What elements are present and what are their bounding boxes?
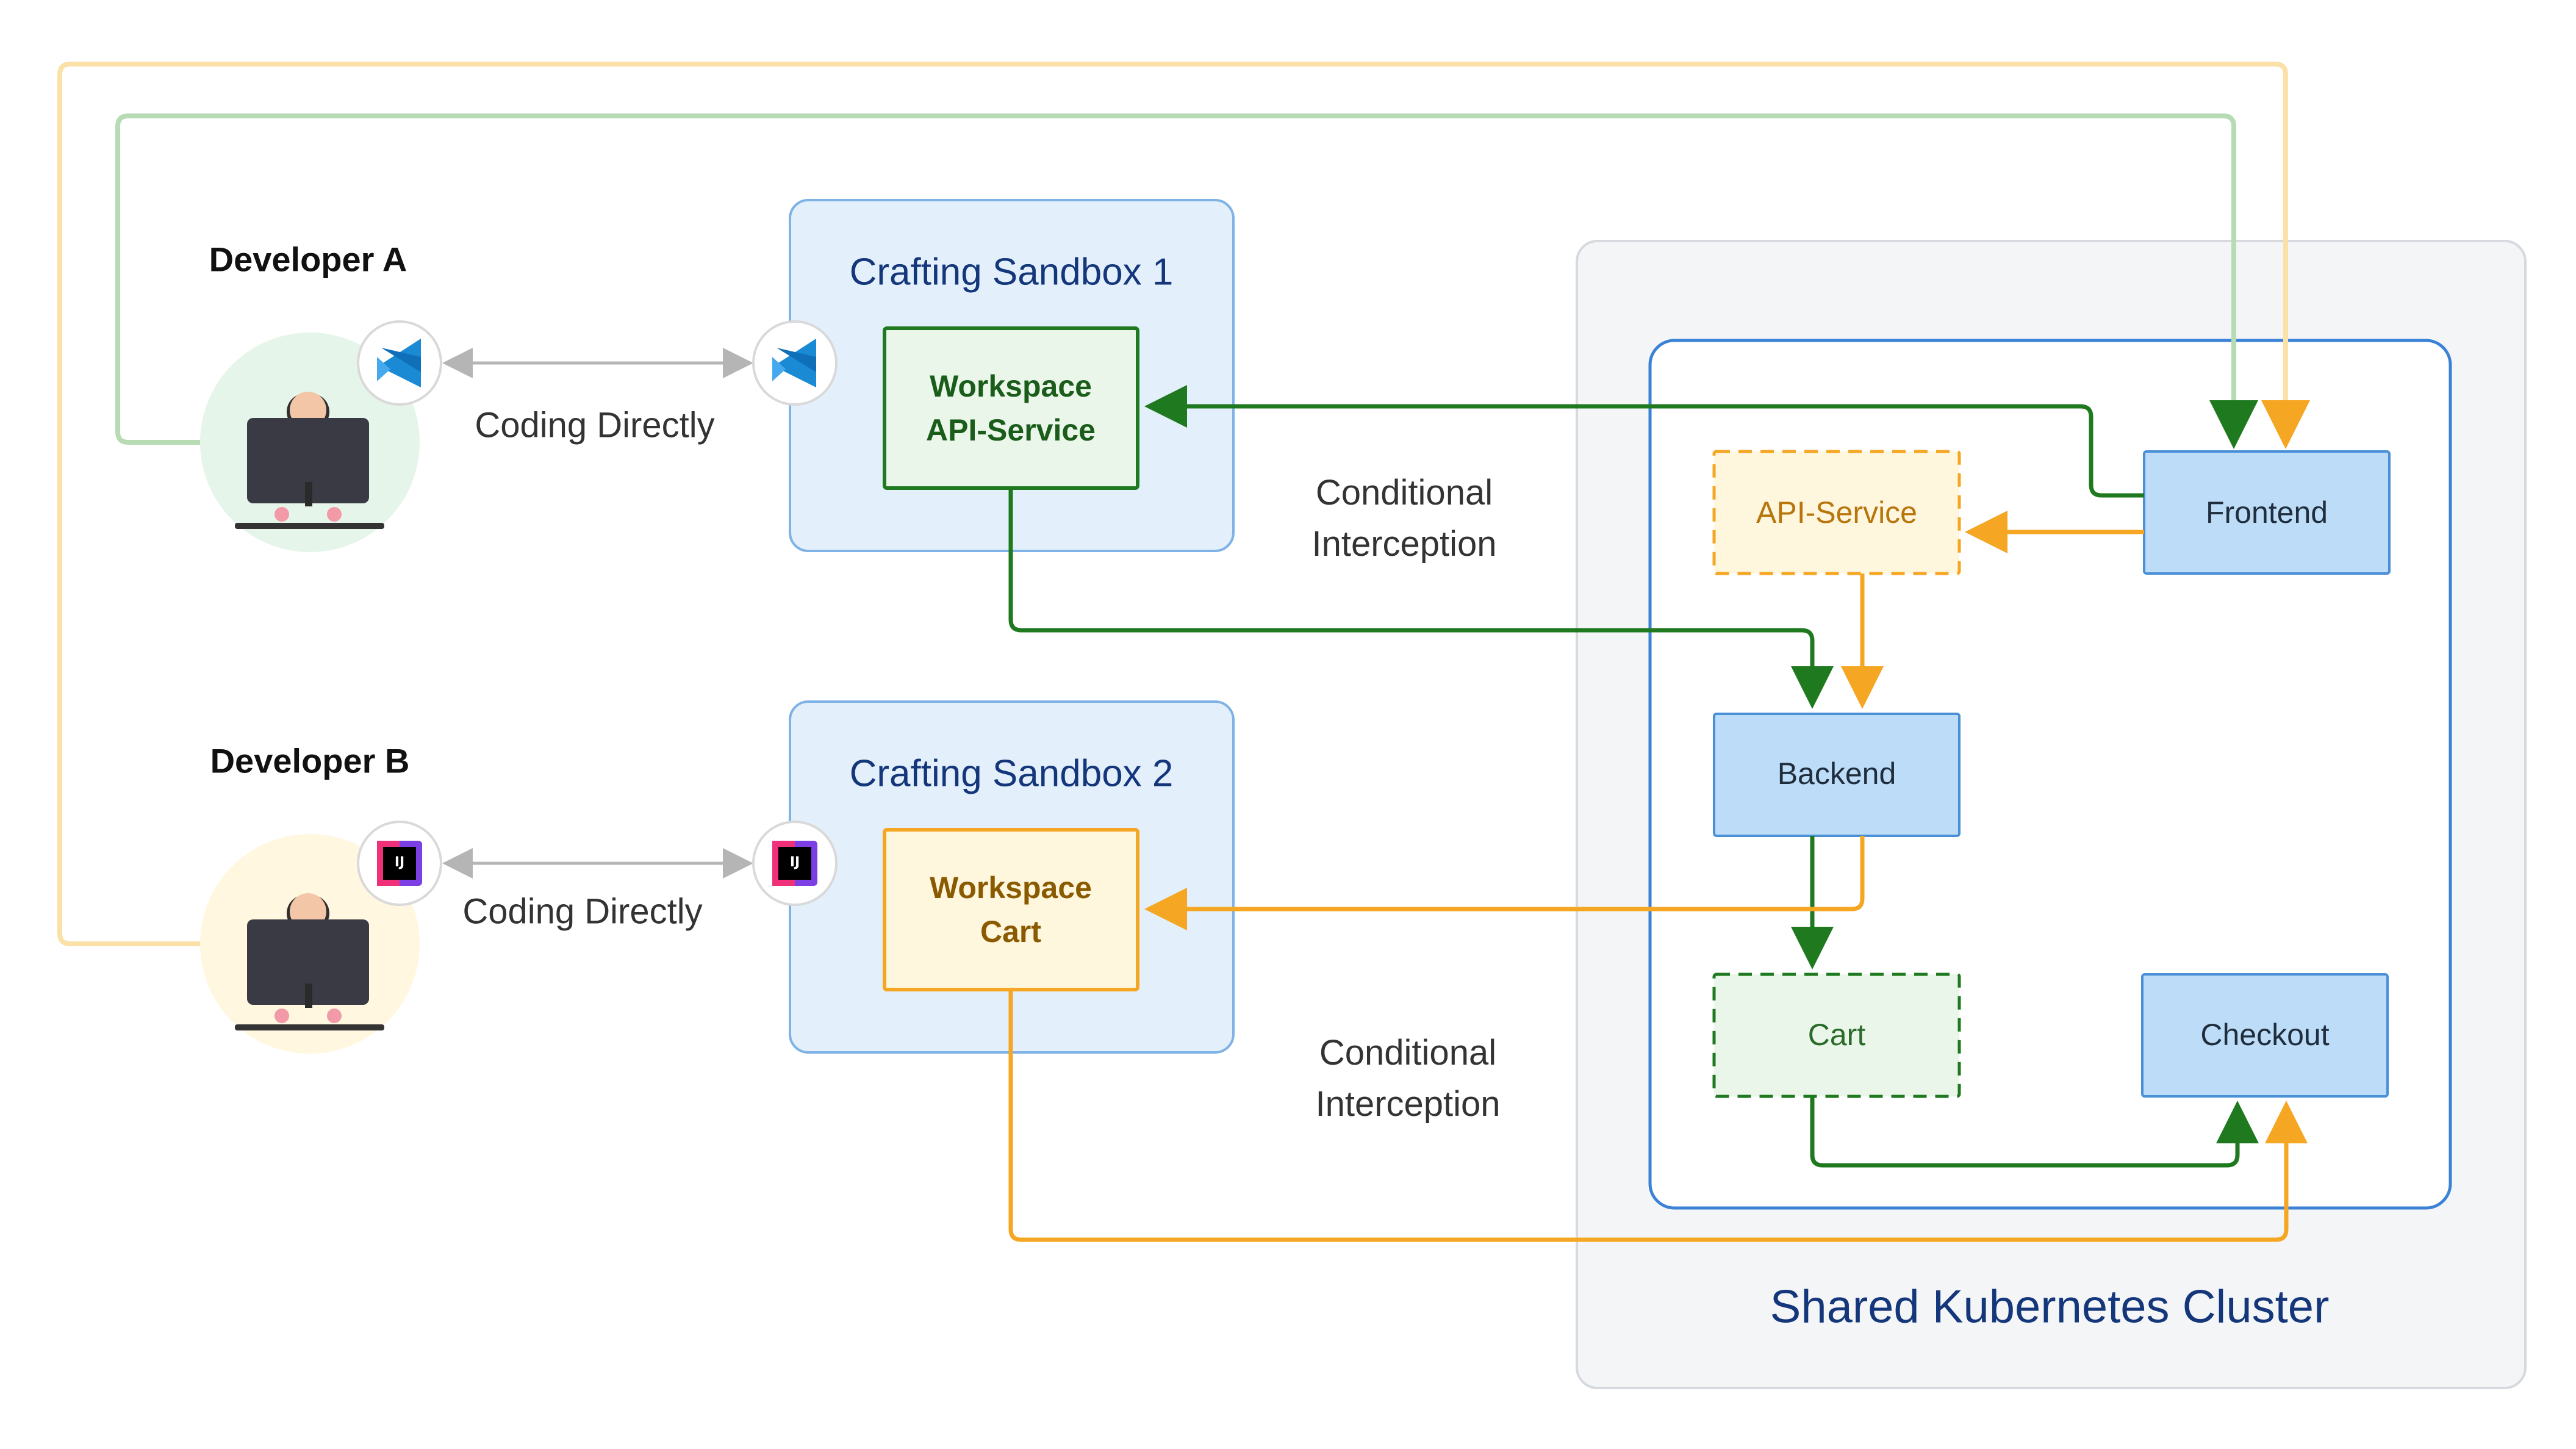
frontend-label: Frontend: [2205, 495, 2328, 530]
developer-a-label: Developer A: [209, 240, 407, 279]
light-green-path: [115, 113, 2258, 449]
coding-directly-label-a: Coding Directly: [475, 405, 715, 445]
workspace-line-1: Workspace: [930, 871, 1092, 905]
checkout-label: Checkout: [2200, 1018, 2330, 1052]
sandbox-2-title: Crafting Sandbox 2: [849, 752, 1174, 795]
checkout-service-box[interactable]: [2141, 973, 2389, 1098]
interception-line-1: Conditional: [1319, 1033, 1497, 1073]
green-frontend-to-workspace: [1144, 385, 2144, 498]
orange-workspace-to-checkout: [1008, 990, 2308, 1242]
svg-text:IJ: IJ: [790, 855, 800, 870]
vscode-icon: [357, 320, 442, 406]
workspace-line-2: Cart: [980, 915, 1042, 949]
developer-b-label: Developer B: [210, 741, 410, 780]
sandbox-1-title: Crafting Sandbox 1: [849, 251, 1174, 293]
svg-text:IJ: IJ: [395, 855, 404, 870]
intellij-icon: IJ: [357, 821, 442, 906]
api-service-box[interactable]: [1712, 450, 1961, 575]
orange-backend-to-workspace: [1144, 836, 1865, 930]
backend-label: Backend: [1777, 757, 1896, 791]
workspace-cart-label: Workspace Cart: [889, 866, 1133, 954]
workspace-line-1: Workspace: [930, 369, 1092, 403]
green-workspace-to-backend: [1008, 488, 1834, 709]
cart-service-box[interactable]: [1712, 973, 1961, 1098]
intellij-icon: IJ: [752, 821, 838, 906]
cart-label: Cart: [1807, 1018, 1866, 1052]
coding-directly-label-b: Coding Directly: [462, 891, 703, 932]
workspace-line-2: API-Service: [926, 413, 1096, 447]
interception-line-2: Interception: [1315, 1084, 1501, 1124]
workspace-api-service-label: Workspace API-Service: [889, 364, 1133, 452]
vscode-icon: [752, 320, 838, 406]
interception-line-1: Conditional: [1315, 473, 1493, 512]
green-cart-to-checkout: [1810, 1096, 2259, 1168]
cluster-title: Shared Kubernetes Cluster: [1770, 1281, 2330, 1333]
backend-service-box[interactable]: [1713, 713, 1961, 837]
interception-line-2: Interception: [1311, 524, 1497, 564]
developer-b-avatar: [200, 834, 420, 1054]
conditional-interception-label-a: Conditional Interception: [1276, 467, 1532, 570]
frontend-service-box[interactable]: [2143, 450, 2391, 575]
light-orange-path: [57, 62, 2310, 946]
api-service-label: API-Service: [1756, 495, 1917, 530]
conditional-interception-label-b: Conditional Interception: [1280, 1027, 1536, 1130]
